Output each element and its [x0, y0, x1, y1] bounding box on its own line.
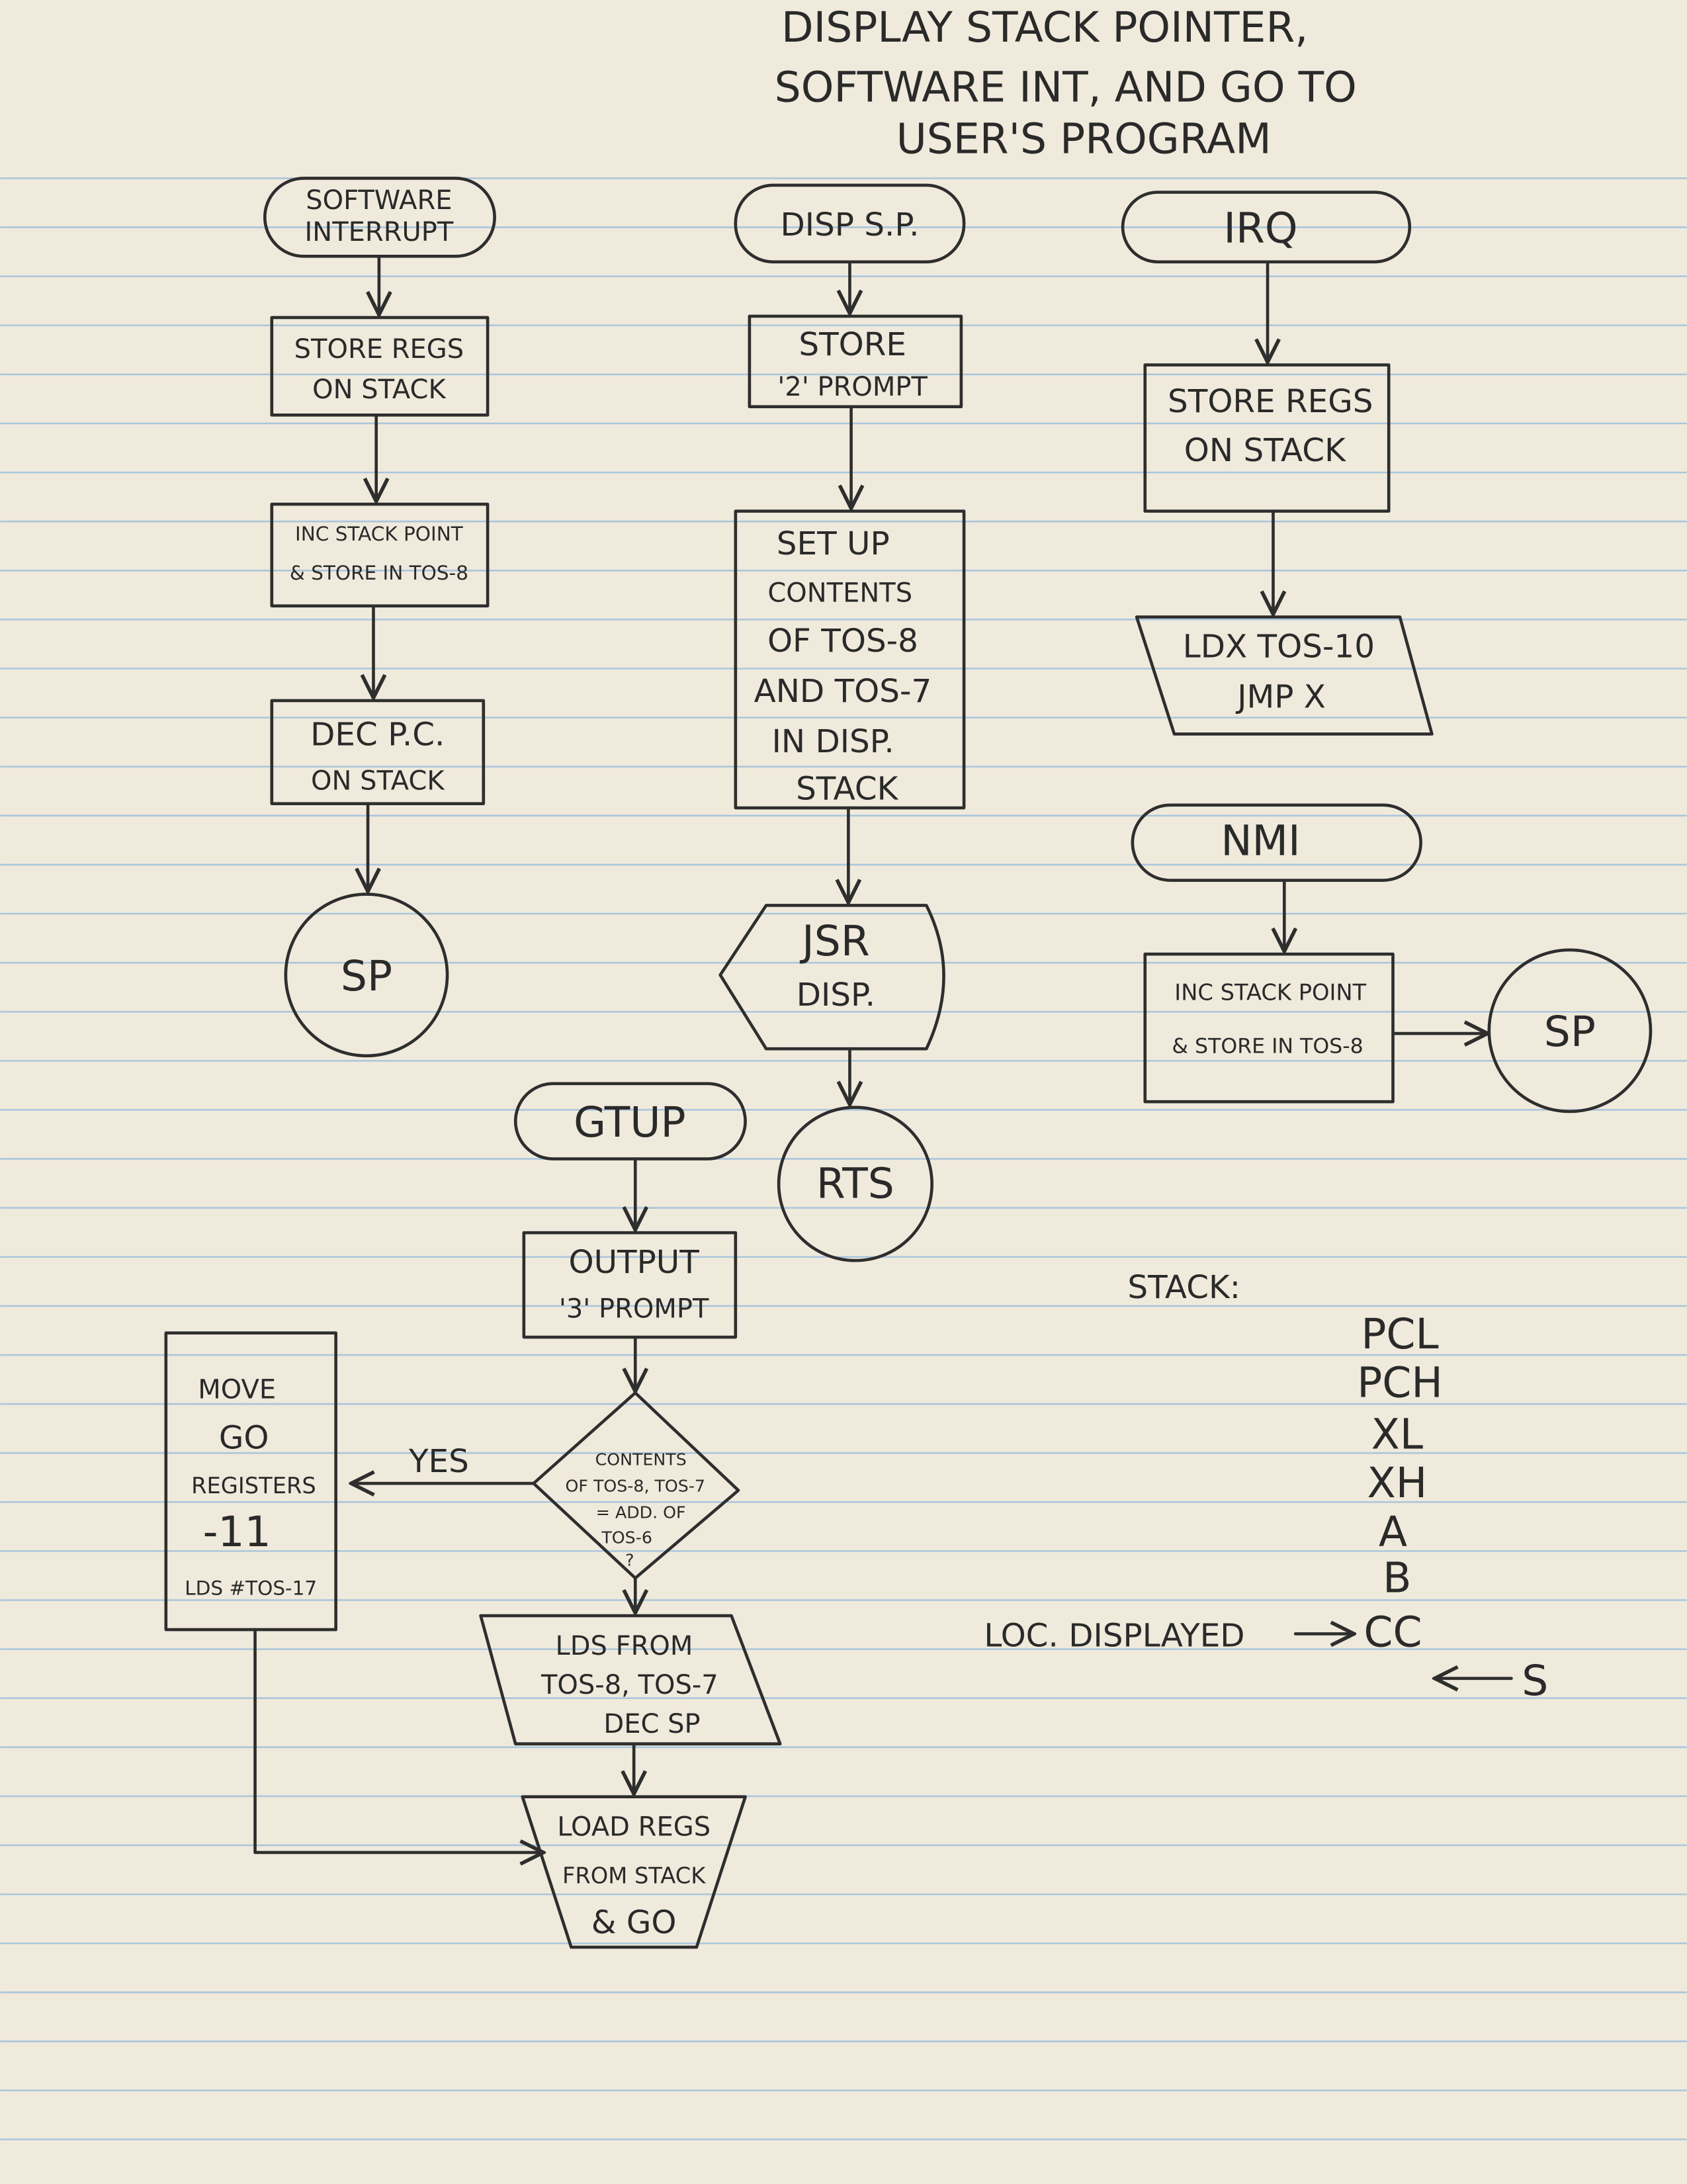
shape-label: DEC SP [603, 1709, 700, 1739]
box-label: '3' PROMPT [559, 1294, 709, 1325]
yes-label: YES [408, 1443, 469, 1480]
shape-label: LDX TOS-10 [1183, 629, 1375, 666]
shape-label: TOS-8, TOS-7 [541, 1670, 718, 1700]
ldx-jmp-io-shape [1135, 615, 1434, 736]
decision-label: ? [625, 1550, 634, 1569]
terminator-label: IRQ [1223, 203, 1297, 252]
gtup-terminator [513, 1082, 747, 1160]
sp-connector-2 [1487, 948, 1653, 1114]
decision-label: CONTENTS [595, 1450, 687, 1469]
move-registers-box [164, 1331, 337, 1632]
box-label: MOVE [198, 1375, 276, 1405]
jsr-display-shape [718, 904, 945, 1051]
output-prompt-box [522, 1231, 738, 1339]
title-line-1: DISPLAY STACK POINTER, [781, 3, 1308, 52]
decision-label: = ADD. OF [596, 1503, 686, 1522]
box-label: STORE REGS [1168, 383, 1373, 420]
terminator-label: SOFTWARE [306, 185, 452, 216]
load-regs-shape [521, 1795, 747, 1949]
decision-label: OF TOS-8, TOS-7 [566, 1477, 705, 1496]
box-label: SET UP [777, 525, 890, 562]
terminator-label: DISP S.P. [780, 206, 919, 243]
page-title: DISPLAY STACK POINTER, SOFTWARE INT, AND… [775, 3, 1357, 163]
rts-terminal [777, 1106, 933, 1262]
nmi-terminator [1131, 803, 1422, 882]
stack-label: STACK: [1127, 1269, 1240, 1306]
stack-entry: XL [1371, 1409, 1423, 1458]
irq-nmi-flow: IRQ STORE REGS ON STACK LDX TOS-10 JMP X… [1121, 191, 1653, 1114]
inc-stack-pointer-box [270, 502, 490, 608]
stack-entry: XH [1367, 1458, 1427, 1507]
shape-label: FROM STACK [562, 1862, 706, 1888]
s-pointer-label: S [1522, 1656, 1548, 1705]
box-label: AND TOS-7 [754, 673, 932, 710]
terminator-label: NMI [1221, 816, 1300, 865]
box-label: INC STACK POINT [1174, 980, 1366, 1006]
ruled-lines [0, 177, 1687, 2140]
stack-entry: B [1383, 1553, 1411, 1602]
shape-label: & GO [591, 1904, 677, 1941]
box-label: & STORE IN TOS-8 [290, 562, 468, 584]
box-label: STACK [796, 770, 899, 807]
lds-io-shape [479, 1614, 782, 1746]
box-label: IN DISP. [772, 723, 894, 760]
box-label: REGISTERS [191, 1473, 316, 1499]
decision-label: TOS-6 [601, 1528, 652, 1548]
store-regs-box [270, 316, 490, 417]
box-label: '2' PROMPT [777, 372, 928, 402]
box-label: ON STACK [312, 374, 447, 405]
box-label: ON STACK [1184, 432, 1346, 469]
stack-entry: A [1379, 1507, 1407, 1556]
irq-store-regs-box [1143, 363, 1391, 513]
nmi-inc-stack-box [1143, 952, 1395, 1104]
move-to-load-arrow [253, 1628, 544, 1853]
software-interrupt-flow: SOFTWARE INTERRUPT STORE REGS ON STACK I… [263, 177, 496, 1058]
dec-pc-box [270, 699, 486, 806]
box-label: DEC P.C. [310, 716, 445, 753]
shape-label: LDS FROM [555, 1631, 693, 1661]
sp-connector [284, 893, 449, 1058]
terminator-label: INTERRUPT [305, 217, 454, 247]
box-label: & STORE IN TOS-8 [1172, 1035, 1363, 1059]
stack-entry: CC [1363, 1607, 1422, 1656]
stack-entry: PCH [1357, 1358, 1443, 1407]
shape-label: JMP X [1235, 678, 1326, 715]
terminal-label: RTS [816, 1158, 894, 1207]
box-label: OUTPUT [569, 1244, 700, 1281]
connector-label: SP [1544, 1007, 1596, 1056]
shape-label: LOAD REGS [557, 1812, 711, 1843]
shape-label: DISP. [797, 977, 875, 1014]
box-label: ON STACK [311, 766, 445, 797]
store-prompt-box [748, 314, 963, 409]
terminator-label: GTUP [574, 1098, 686, 1147]
box-label: STORE REGS [294, 334, 464, 365]
box-label: GO [219, 1419, 269, 1456]
box-label: INC STACK POINT [295, 523, 464, 545]
loc-displayed-label: LOC. DISPLAYED [984, 1617, 1244, 1654]
stack-layout: STACK: PCL PCH XL XH A B CC LOC. DISPLAY… [984, 1269, 1548, 1705]
box-label: STORE [799, 326, 906, 363]
shape-label: JSR [799, 916, 870, 965]
title-line-2: SOFTWARE INT, AND GO TO [775, 63, 1357, 112]
title-line-3: USER'S PROGRAM [896, 114, 1272, 163]
box-label: -11 [203, 1507, 271, 1556]
box-label: OF TOS-8 [767, 623, 918, 660]
stack-entry: PCL [1361, 1309, 1438, 1358]
connector-label: SP [341, 951, 392, 1000]
box-label: CONTENTS [767, 578, 912, 608]
display-sp-flow: DISP S.P. STORE '2' PROMPT SET UP CONTEN… [718, 183, 966, 1262]
box-label: LDS #TOS-17 [185, 1577, 317, 1599]
gtup-flow: GTUP OUTPUT '3' PROMPT CONTENTS OF TOS-8… [164, 1082, 782, 1949]
